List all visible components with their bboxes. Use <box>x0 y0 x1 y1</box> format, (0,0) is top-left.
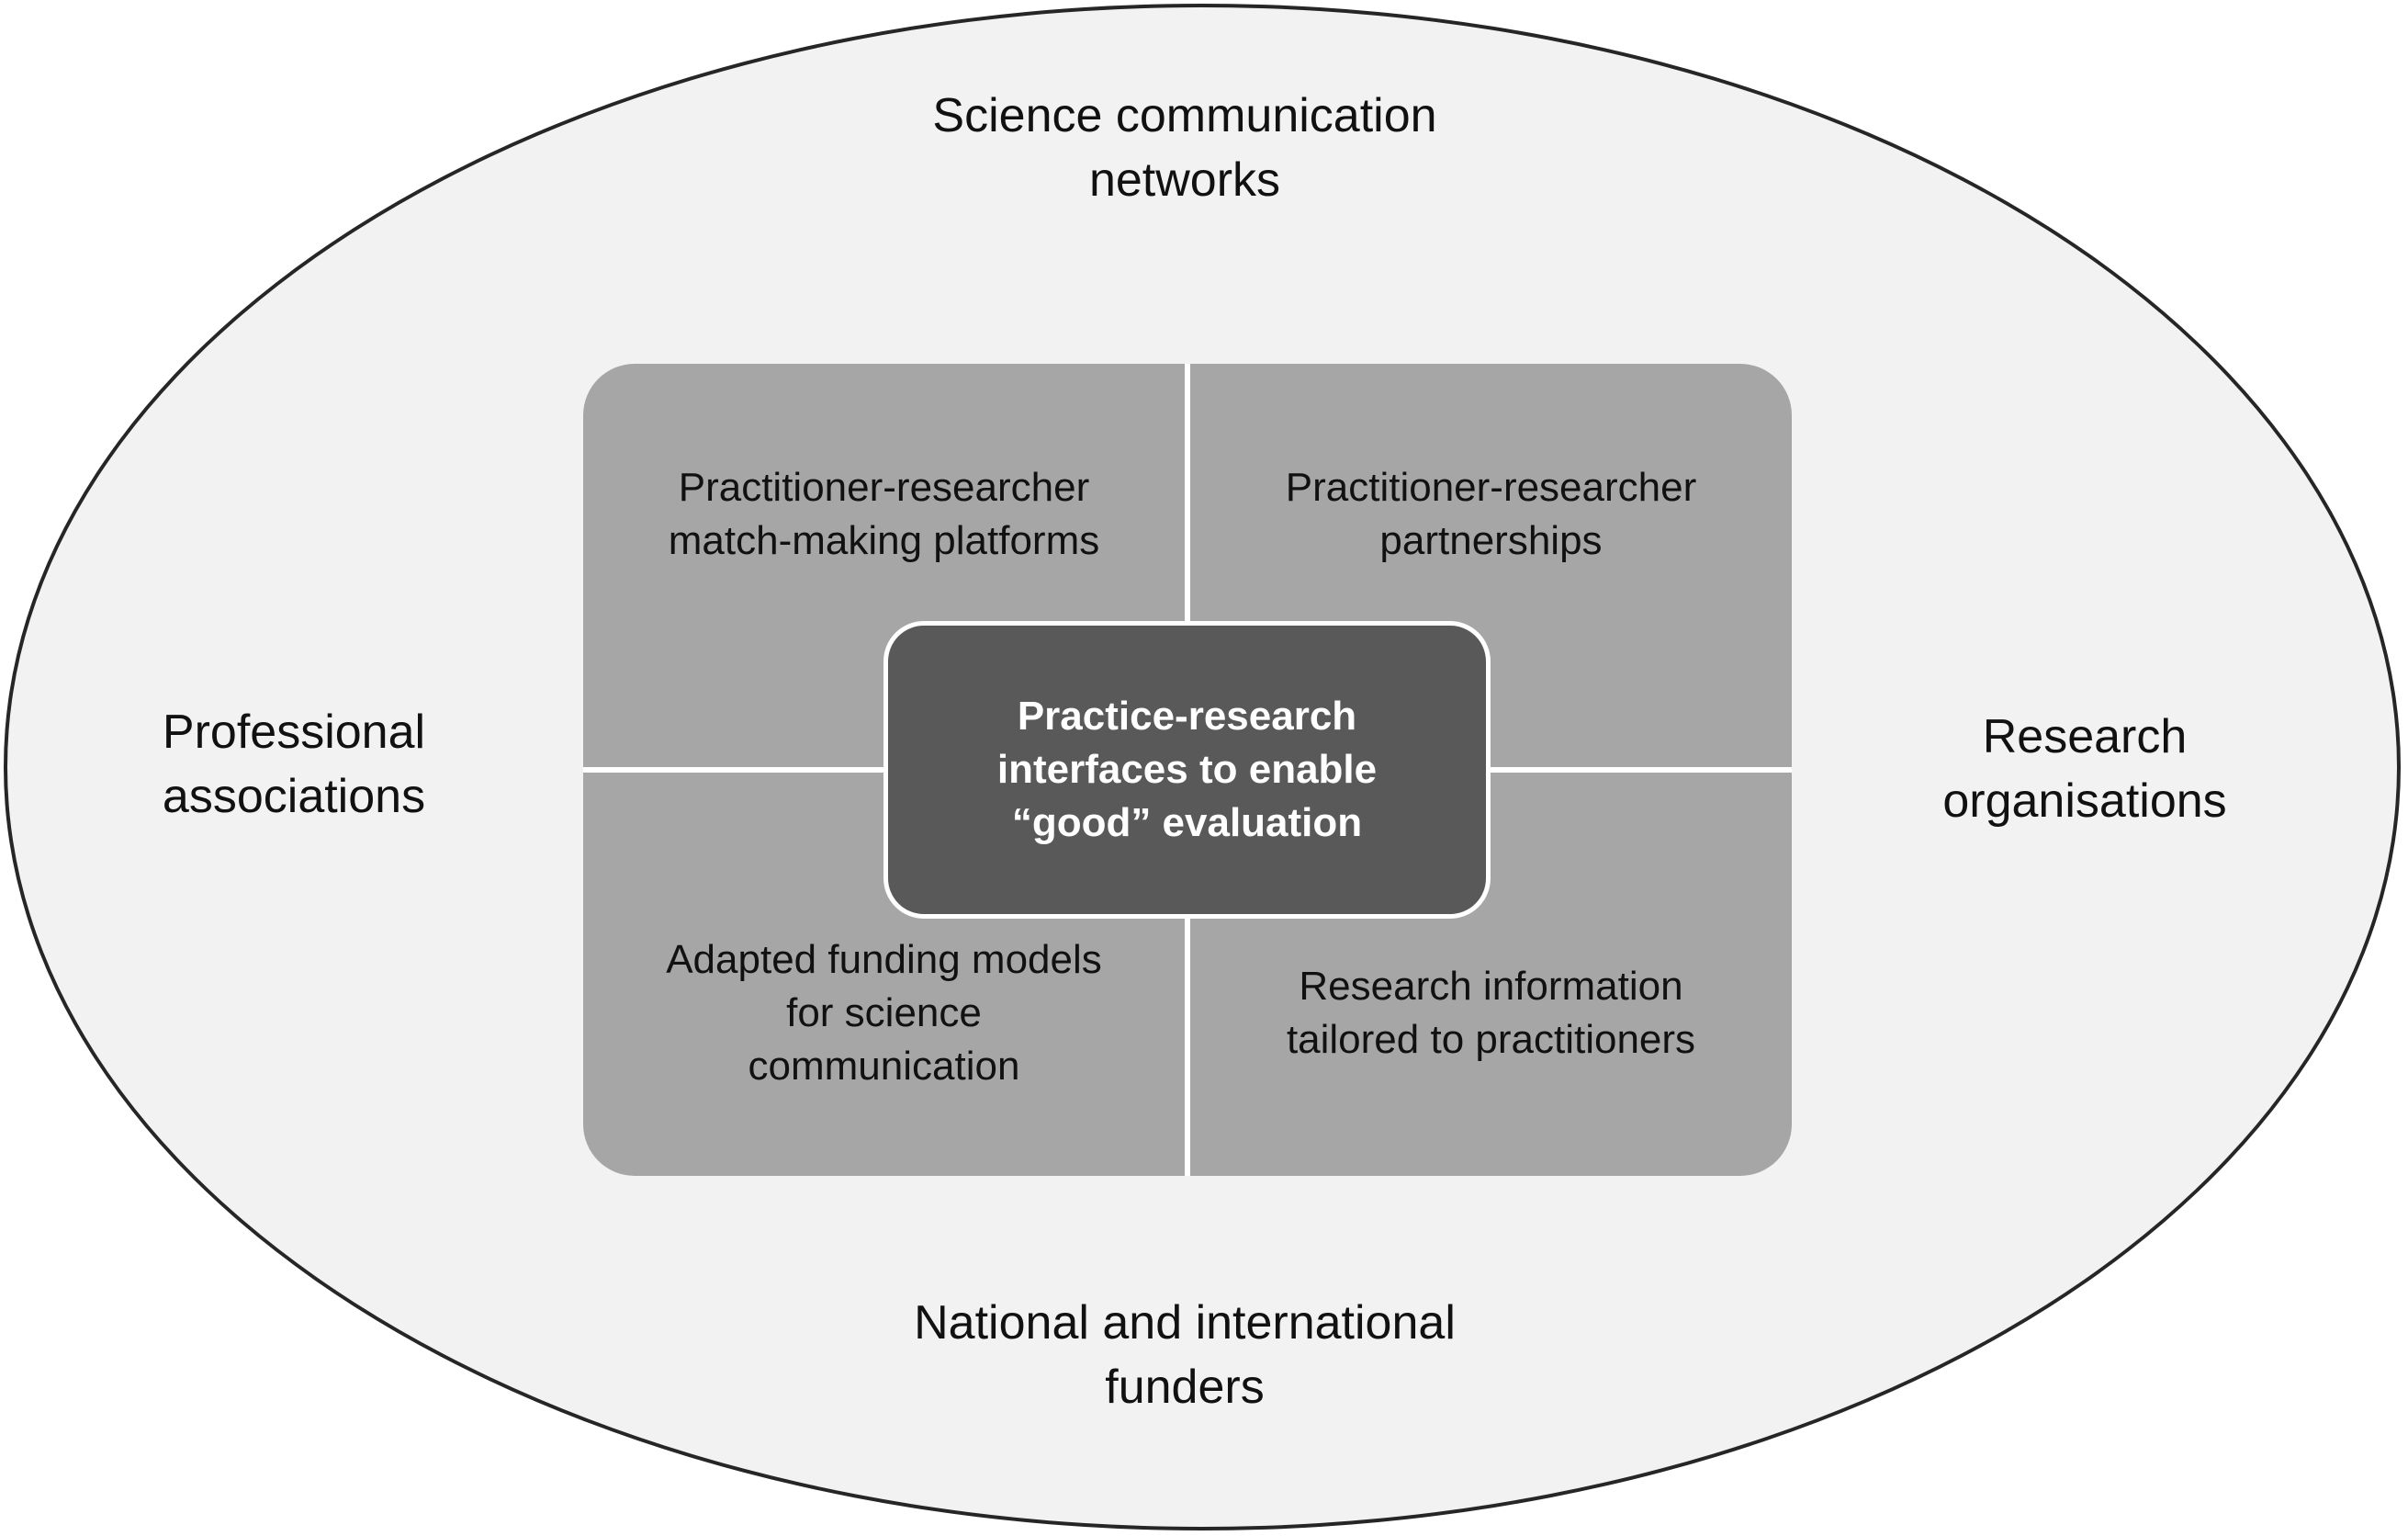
label-research-organisations: Research organisations <box>1942 710 2227 828</box>
quadrant-label: Adapted funding models for science commu… <box>666 937 1102 1089</box>
label-science-communication-networks: Science communication networks <box>932 89 1437 207</box>
center-label: Practice-research interfaces to enable “… <box>996 694 1378 845</box>
label-professional-associations: Professional associations <box>162 706 426 823</box>
center-box: Practice-research interfaces to enable “… <box>883 621 1491 919</box>
label-national-international-funders: National and international funders <box>914 1296 1456 1414</box>
quadrant-label: Practitioner-researcher match-making pla… <box>668 465 1100 563</box>
quadrant-label: Practitioner-researcher partnerships <box>1285 465 1697 563</box>
quadrant-label: Research information tailored to practit… <box>1286 964 1696 1062</box>
